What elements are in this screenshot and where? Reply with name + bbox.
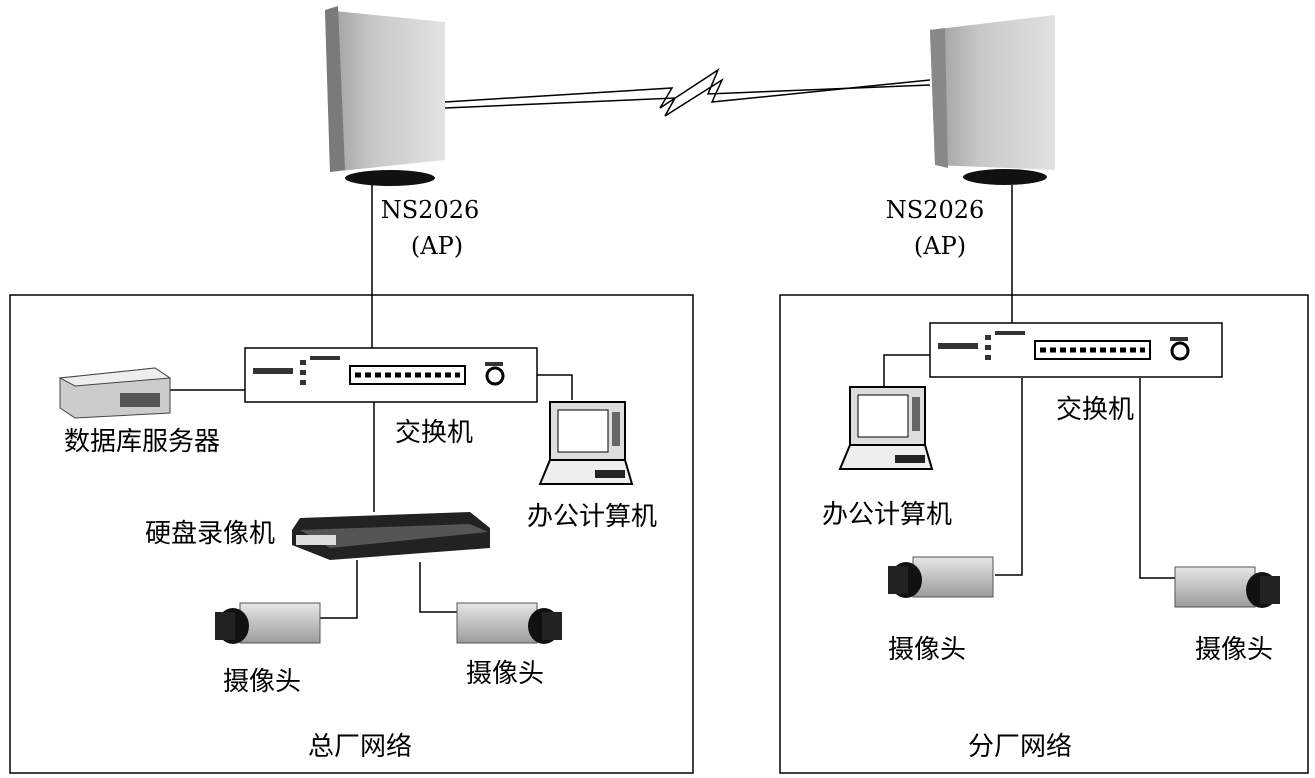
switch-label-branch: 交换机 [1056,395,1134,425]
server-label: 数据库服务器 [64,427,220,457]
ap-antenna-main [325,6,445,186]
branch-site-region-label: 分厂网络 [968,732,1072,762]
pc-label-branch: 办公计算机 [822,500,952,530]
pc-label-main: 办公计算机 [527,502,657,532]
camera-main-2 [456,602,563,645]
switch-branch [930,323,1222,377]
main-site-region [9,294,694,774]
laptop-main [539,401,633,485]
branch-site-region [779,294,1309,774]
switch-label-main: 交换机 [395,418,473,448]
dvr-label: 硬盘录像机 [145,519,275,549]
main-site-links [170,185,573,619]
laptop-branch [839,386,933,470]
ap-model-branch: NS2026 [886,196,985,224]
branch-site-links [883,185,1175,579]
ap-role-main: (AP) [411,232,463,260]
camera-label-main-2: 摄像头 [466,659,544,689]
dvr-device [292,512,490,560]
ap-antenna-branch [930,15,1055,185]
ap-role-branch: (AP) [914,232,966,260]
camera-label-main-1: 摄像头 [223,667,301,697]
camera-label-branch-2: 摄像头 [1195,635,1273,665]
switch-main [245,348,537,402]
wireless-link [444,68,931,109]
ap-model-main: NS2026 [381,196,480,224]
camera-label-branch-1: 摄像头 [888,635,966,665]
camera-main-1 [214,602,321,645]
camera-branch-1 [887,556,994,599]
camera-branch-2 [1174,566,1281,609]
main-site-region-label: 总厂网络 [308,732,412,762]
server-device [58,367,172,419]
